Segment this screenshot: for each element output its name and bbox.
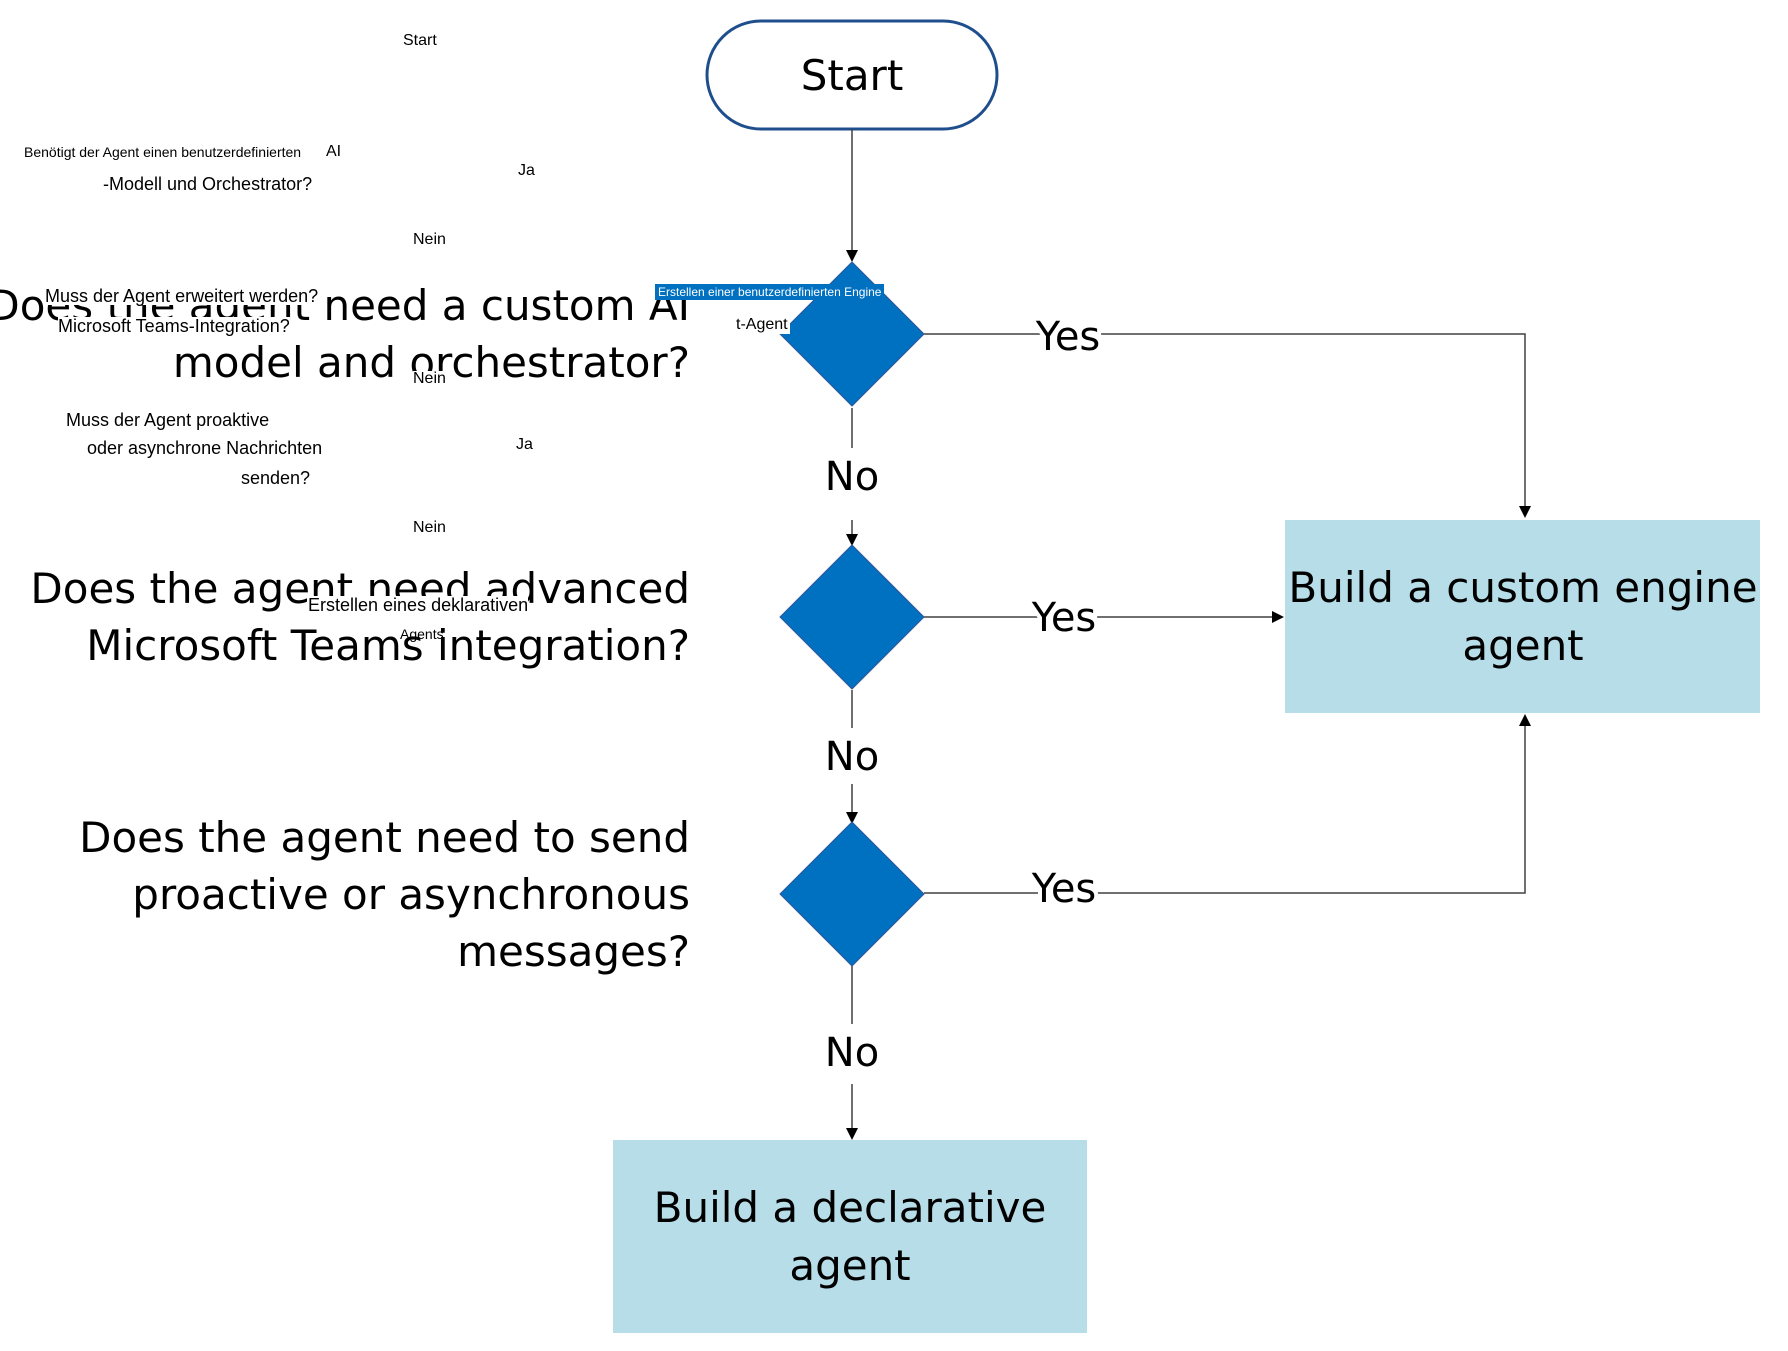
connector-q1-yes — [924, 333, 1531, 518]
overlay-q3-line-3: senden? — [241, 468, 311, 488]
overlay-ja-3: Ja — [516, 436, 533, 453]
overlay-ja-1: Ja — [518, 162, 535, 179]
overlay-q1-line-2: -Modell und Orchestrator? — [103, 174, 313, 194]
overlay-custom-engine-line-2: t-Agent — [734, 316, 790, 334]
overlay-q1-line-1: Benötigt der Agent einen benutzerdefinie… — [24, 144, 302, 160]
custom-engine-agent-line-1: Build a custom engine — [1288, 563, 1757, 612]
overlay-start: Start — [403, 32, 437, 49]
question-2-line-2: Microsoft Teams integration? — [86, 621, 690, 670]
no-label-3: No — [825, 1030, 879, 1076]
yes-label-1: Yes — [1035, 314, 1101, 360]
connector-q3-yes — [924, 714, 1531, 894]
overlay-declarative-line-2: Agents — [400, 626, 444, 642]
overlay-q3-line-2: oder asynchrone Nachrichten — [87, 438, 323, 458]
declarative-agent-line-2: agent — [789, 1241, 910, 1290]
no-label-1: No — [825, 454, 879, 500]
overlay-q3-line-1: Muss der Agent proaktive — [66, 410, 270, 430]
yes-label-3: Yes — [1031, 866, 1097, 912]
overlay-q1-ai: AI — [326, 143, 342, 160]
custom-engine-agent-line-2: agent — [1462, 621, 1583, 670]
overlay-declarative-line-1: Erstellen eines deklarativen — [308, 595, 529, 615]
overlay-nein-2: Nein — [413, 370, 446, 387]
overlay-q2-line-1: Muss der Agent erweitert werden? — [45, 286, 319, 306]
no-label-2: No — [825, 734, 879, 780]
decision-diamond-3 — [779, 821, 925, 967]
overlay-nein-3: Nein — [413, 519, 446, 536]
declarative-agent-line-1: Build a declarative — [654, 1183, 1047, 1232]
overlay-custom-engine-line-1: Erstellen einer benutzerdefinierten Engi… — [655, 284, 885, 300]
question-3-line-3: messages? — [457, 927, 690, 976]
declarative-agent-box — [613, 1140, 1087, 1333]
yes-label-2: Yes — [1031, 595, 1097, 641]
overlay-q2-line-2: Microsoft Teams-Integration? — [58, 316, 290, 336]
question-3-line-2: proactive or asynchronous — [132, 870, 690, 919]
decision-diamond-2 — [779, 544, 925, 690]
overlay-nein-1: Nein — [413, 231, 446, 248]
start-label: Start — [801, 51, 904, 100]
custom-engine-agent-box — [1285, 520, 1760, 713]
question-3-line-1: Does the agent need to send — [79, 813, 690, 862]
